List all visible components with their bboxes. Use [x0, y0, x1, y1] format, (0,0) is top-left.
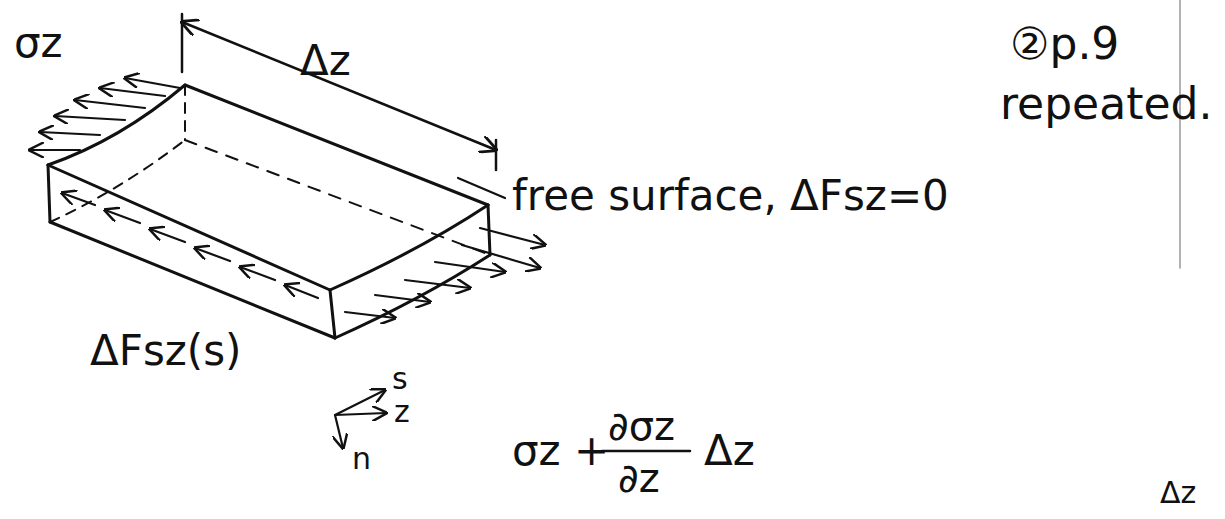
stress-increment-label: σz +	[512, 430, 609, 472]
derivative-numerator: ∂σz	[608, 406, 675, 446]
axis-label: z	[394, 397, 410, 427]
page-note: repeated.	[1000, 82, 1212, 126]
dimension-label: Δz	[1160, 478, 1196, 508]
axis-label: n	[352, 444, 371, 474]
derivative-denominator: ∂z	[618, 458, 660, 498]
surface-note: free surface, ΔFsz=0	[512, 175, 949, 217]
dimension-label: Δz	[300, 40, 351, 82]
shear-flow-label: ΔFsz(s)	[90, 330, 241, 372]
increment-label: Δz	[704, 430, 755, 472]
page-reference: ②p.9	[1010, 22, 1119, 66]
stress-label: σz	[14, 22, 63, 64]
axis-label: s	[392, 364, 408, 394]
